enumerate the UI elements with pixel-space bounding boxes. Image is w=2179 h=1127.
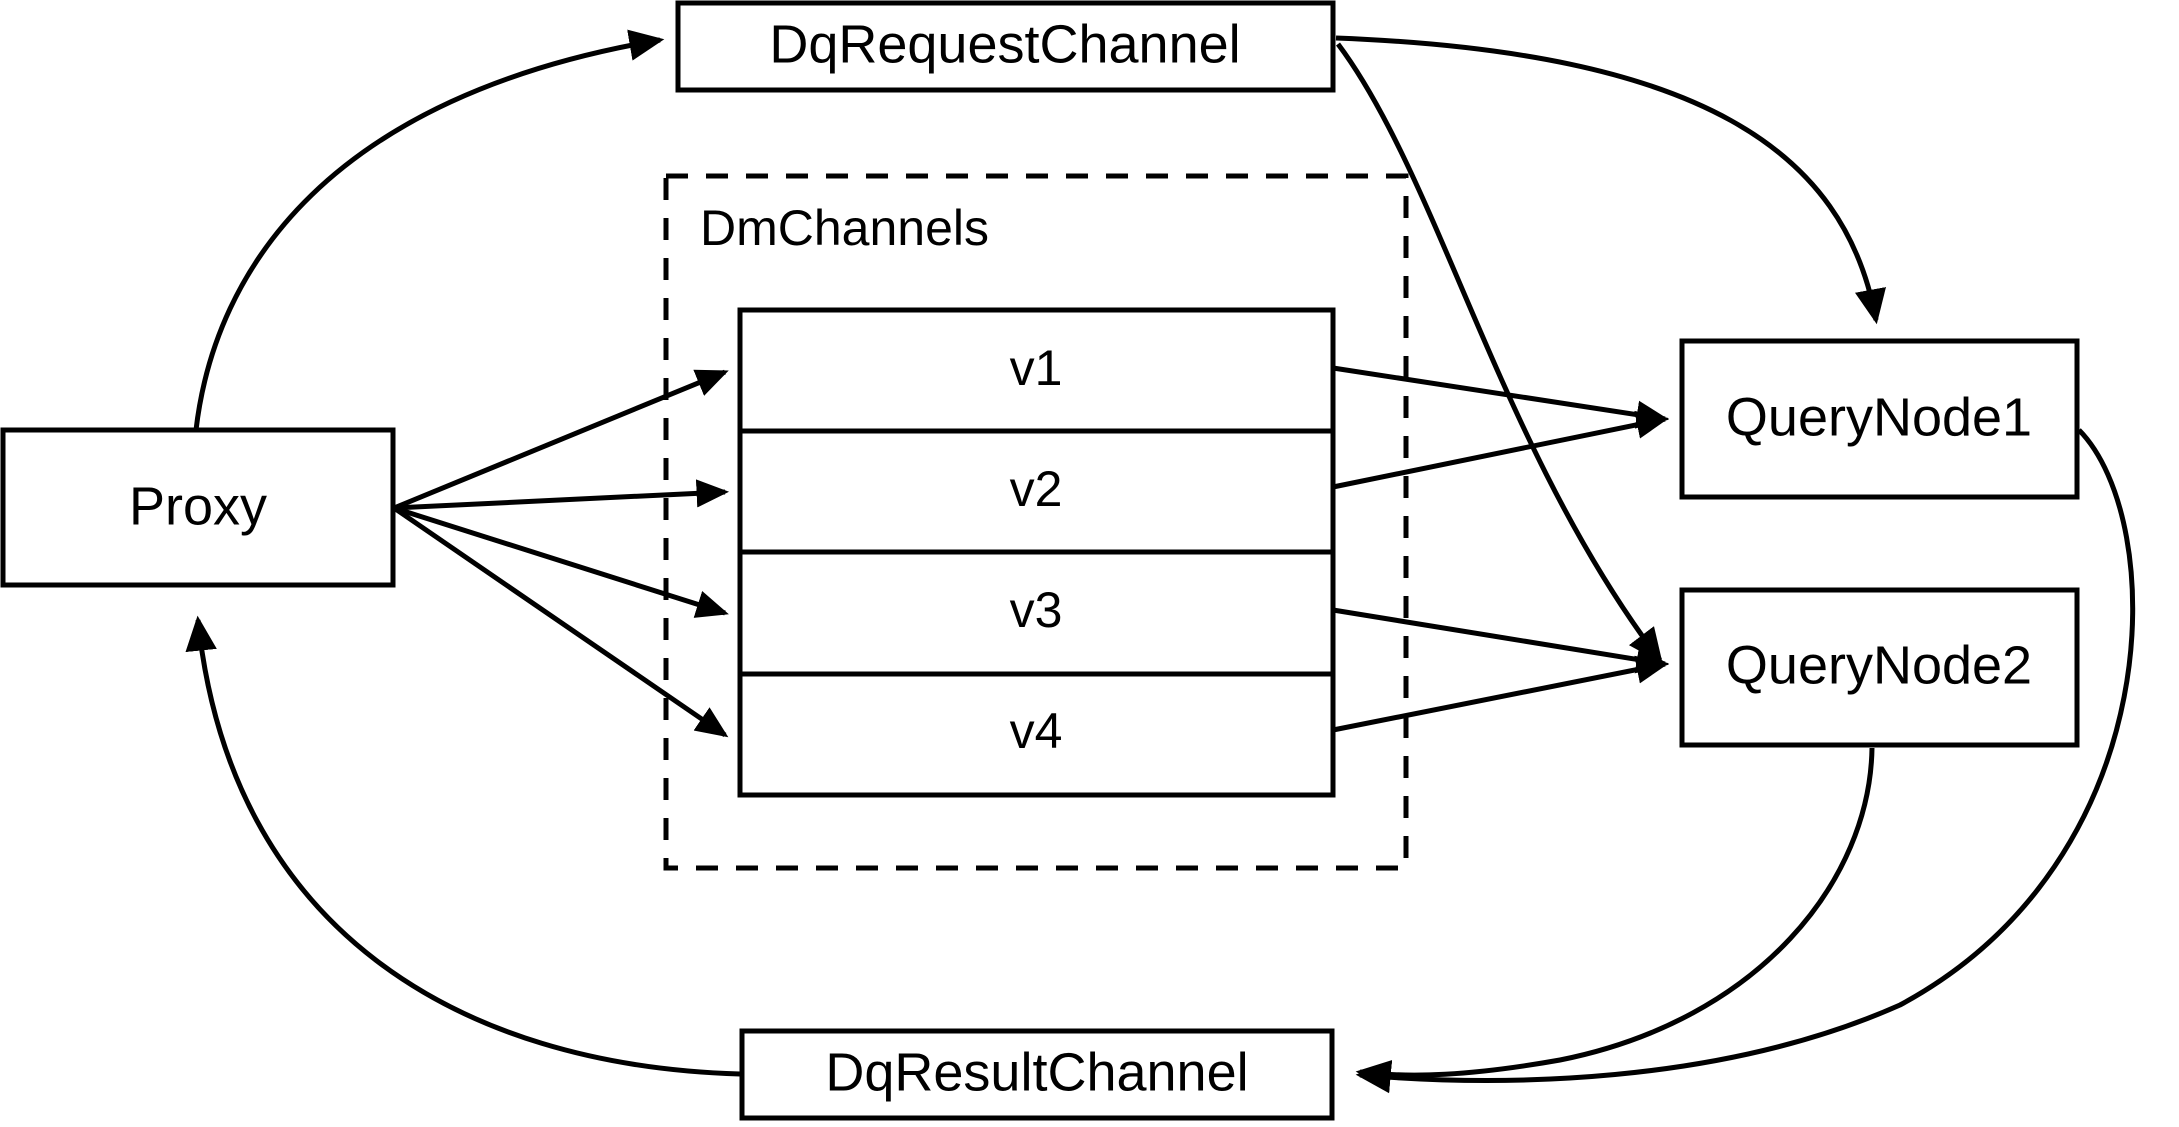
dm-channels-group-label: DmChannels [700, 200, 989, 256]
edge-proxy-to-v1 [393, 369, 729, 511]
dm-channels-group-box [663, 173, 1409, 871]
edge-proxy-to-v4 [392, 505, 729, 738]
node-dqresultchannel-label: DqResultChannel [825, 1042, 1248, 1102]
node-proxy-box[interactable] [0, 427, 396, 588]
channel-row-v4[interactable]: v4 [1010, 703, 1063, 759]
edge-dqrequestchannel-to-querynode1 [1335, 35, 1886, 325]
edge-querynode2-to-dqresultchannel [1355, 747, 1875, 1092]
node-querynode1-box[interactable] [1679, 338, 2080, 500]
node-querynode2-box[interactable] [1679, 587, 2080, 748]
edge-v1-to-querynode1 [1332, 365, 1670, 429]
edge-querynode1-to-dqresultchannel [1355, 428, 2136, 1094]
edge-v4-to-querynode2 [1332, 655, 1669, 733]
node-proxy-label: Proxy [129, 476, 267, 536]
channel-row-v3[interactable]: v3 [1010, 582, 1063, 638]
channel-row-v2[interactable]: v2 [1010, 461, 1063, 517]
edge-dqresultchannel-to-proxy [185, 615, 741, 1077]
edge-dqrequestchannel-to-querynode2 [1335, 42, 1663, 664]
edge-proxy-to-v2 [393, 479, 730, 511]
node-querynode1-label: QueryNode1 [1726, 387, 2032, 447]
node-dqresultchannel-box[interactable] [739, 1028, 1335, 1121]
edge-v3-to-querynode2 [1332, 607, 1670, 674]
node-querynode2-label: QueryNode2 [1726, 635, 2032, 695]
edge-proxy-to-dqrequestchannel [193, 29, 665, 431]
edge-proxy-to-v3 [393, 505, 729, 618]
node-dqrequestchannel-label: DqRequestChannel [769, 14, 1240, 74]
node-dqrequestchannel-box[interactable] [675, 0, 1336, 93]
channel-row-v1[interactable]: v1 [1010, 340, 1063, 396]
edge-v2-to-querynode1 [1332, 410, 1669, 490]
